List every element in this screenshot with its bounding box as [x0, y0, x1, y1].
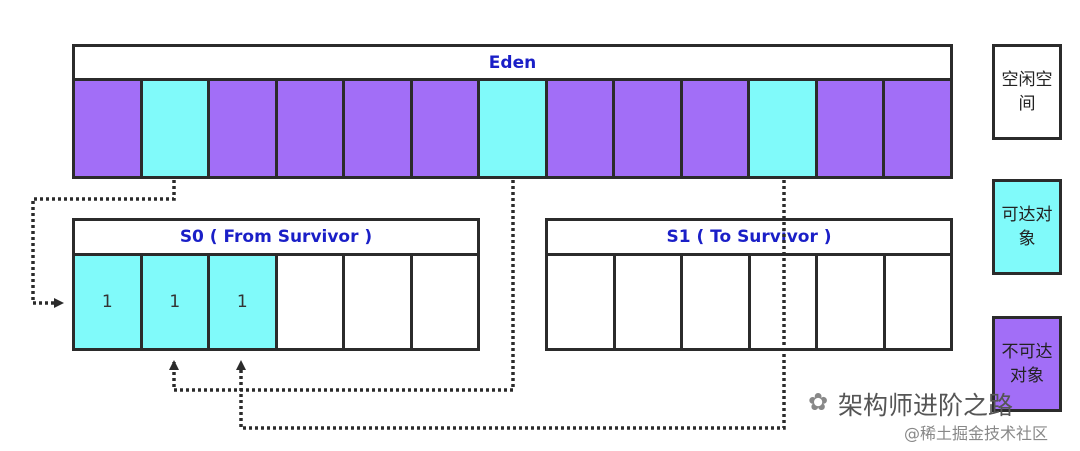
- eden-cell-reachable: [480, 81, 548, 176]
- legend-free-space: 空闲空间: [992, 44, 1062, 140]
- legend-reachable: 可达对象: [992, 179, 1062, 275]
- eden-cell-unreachable: [412, 81, 481, 176]
- s0-cell-empty: [412, 256, 477, 348]
- s0-cell-empty: [345, 256, 413, 348]
- eden-cell-reachable: [142, 81, 211, 176]
- arrow-eden-to-s0-cell2: [169, 180, 515, 392]
- eden-cell-unreachable: [345, 81, 413, 176]
- s1-cell-empty: [615, 256, 683, 348]
- s0-cell-reachable: 1: [142, 256, 210, 348]
- arrow-eden-to-s0-cell1: [31, 180, 176, 308]
- eden-cells: [72, 81, 953, 179]
- s0-cell-reachable: 1: [75, 256, 143, 348]
- watermark-subtitle: @稀土掘金技术社区: [904, 424, 1049, 443]
- arrow-eden-to-s0-cell3: [236, 180, 786, 430]
- s0-cell-empty: [277, 256, 345, 348]
- wechat-icon: ✿: [808, 388, 829, 416]
- s0-title: S0 ( From Survivor ): [72, 218, 480, 256]
- eden-cell-unreachable: [817, 81, 886, 176]
- eden-cell-unreachable: [547, 81, 616, 176]
- s1-cell-empty: [818, 256, 886, 348]
- watermark-title: 架构师进阶之路: [838, 391, 1014, 420]
- eden-cell-unreachable: [615, 81, 683, 176]
- eden-cell-unreachable: [75, 81, 143, 176]
- legend-unreachable: 不可达对象: [992, 316, 1062, 412]
- eden-title: Eden: [72, 44, 953, 81]
- s1-cell-empty: [683, 256, 751, 348]
- s1-cell-empty: [548, 256, 616, 348]
- s1-title: S1 ( To Survivor ): [545, 218, 953, 256]
- s1-cells: [545, 256, 953, 351]
- eden-cell-unreachable: [885, 81, 950, 176]
- eden-cell-unreachable: [682, 81, 751, 176]
- eden-cell-unreachable: [210, 81, 278, 176]
- s0-cell-reachable: 1: [210, 256, 278, 348]
- eden-cell-reachable: [750, 81, 818, 176]
- eden-cell-unreachable: [277, 81, 346, 176]
- s1-cell-empty: [885, 256, 950, 348]
